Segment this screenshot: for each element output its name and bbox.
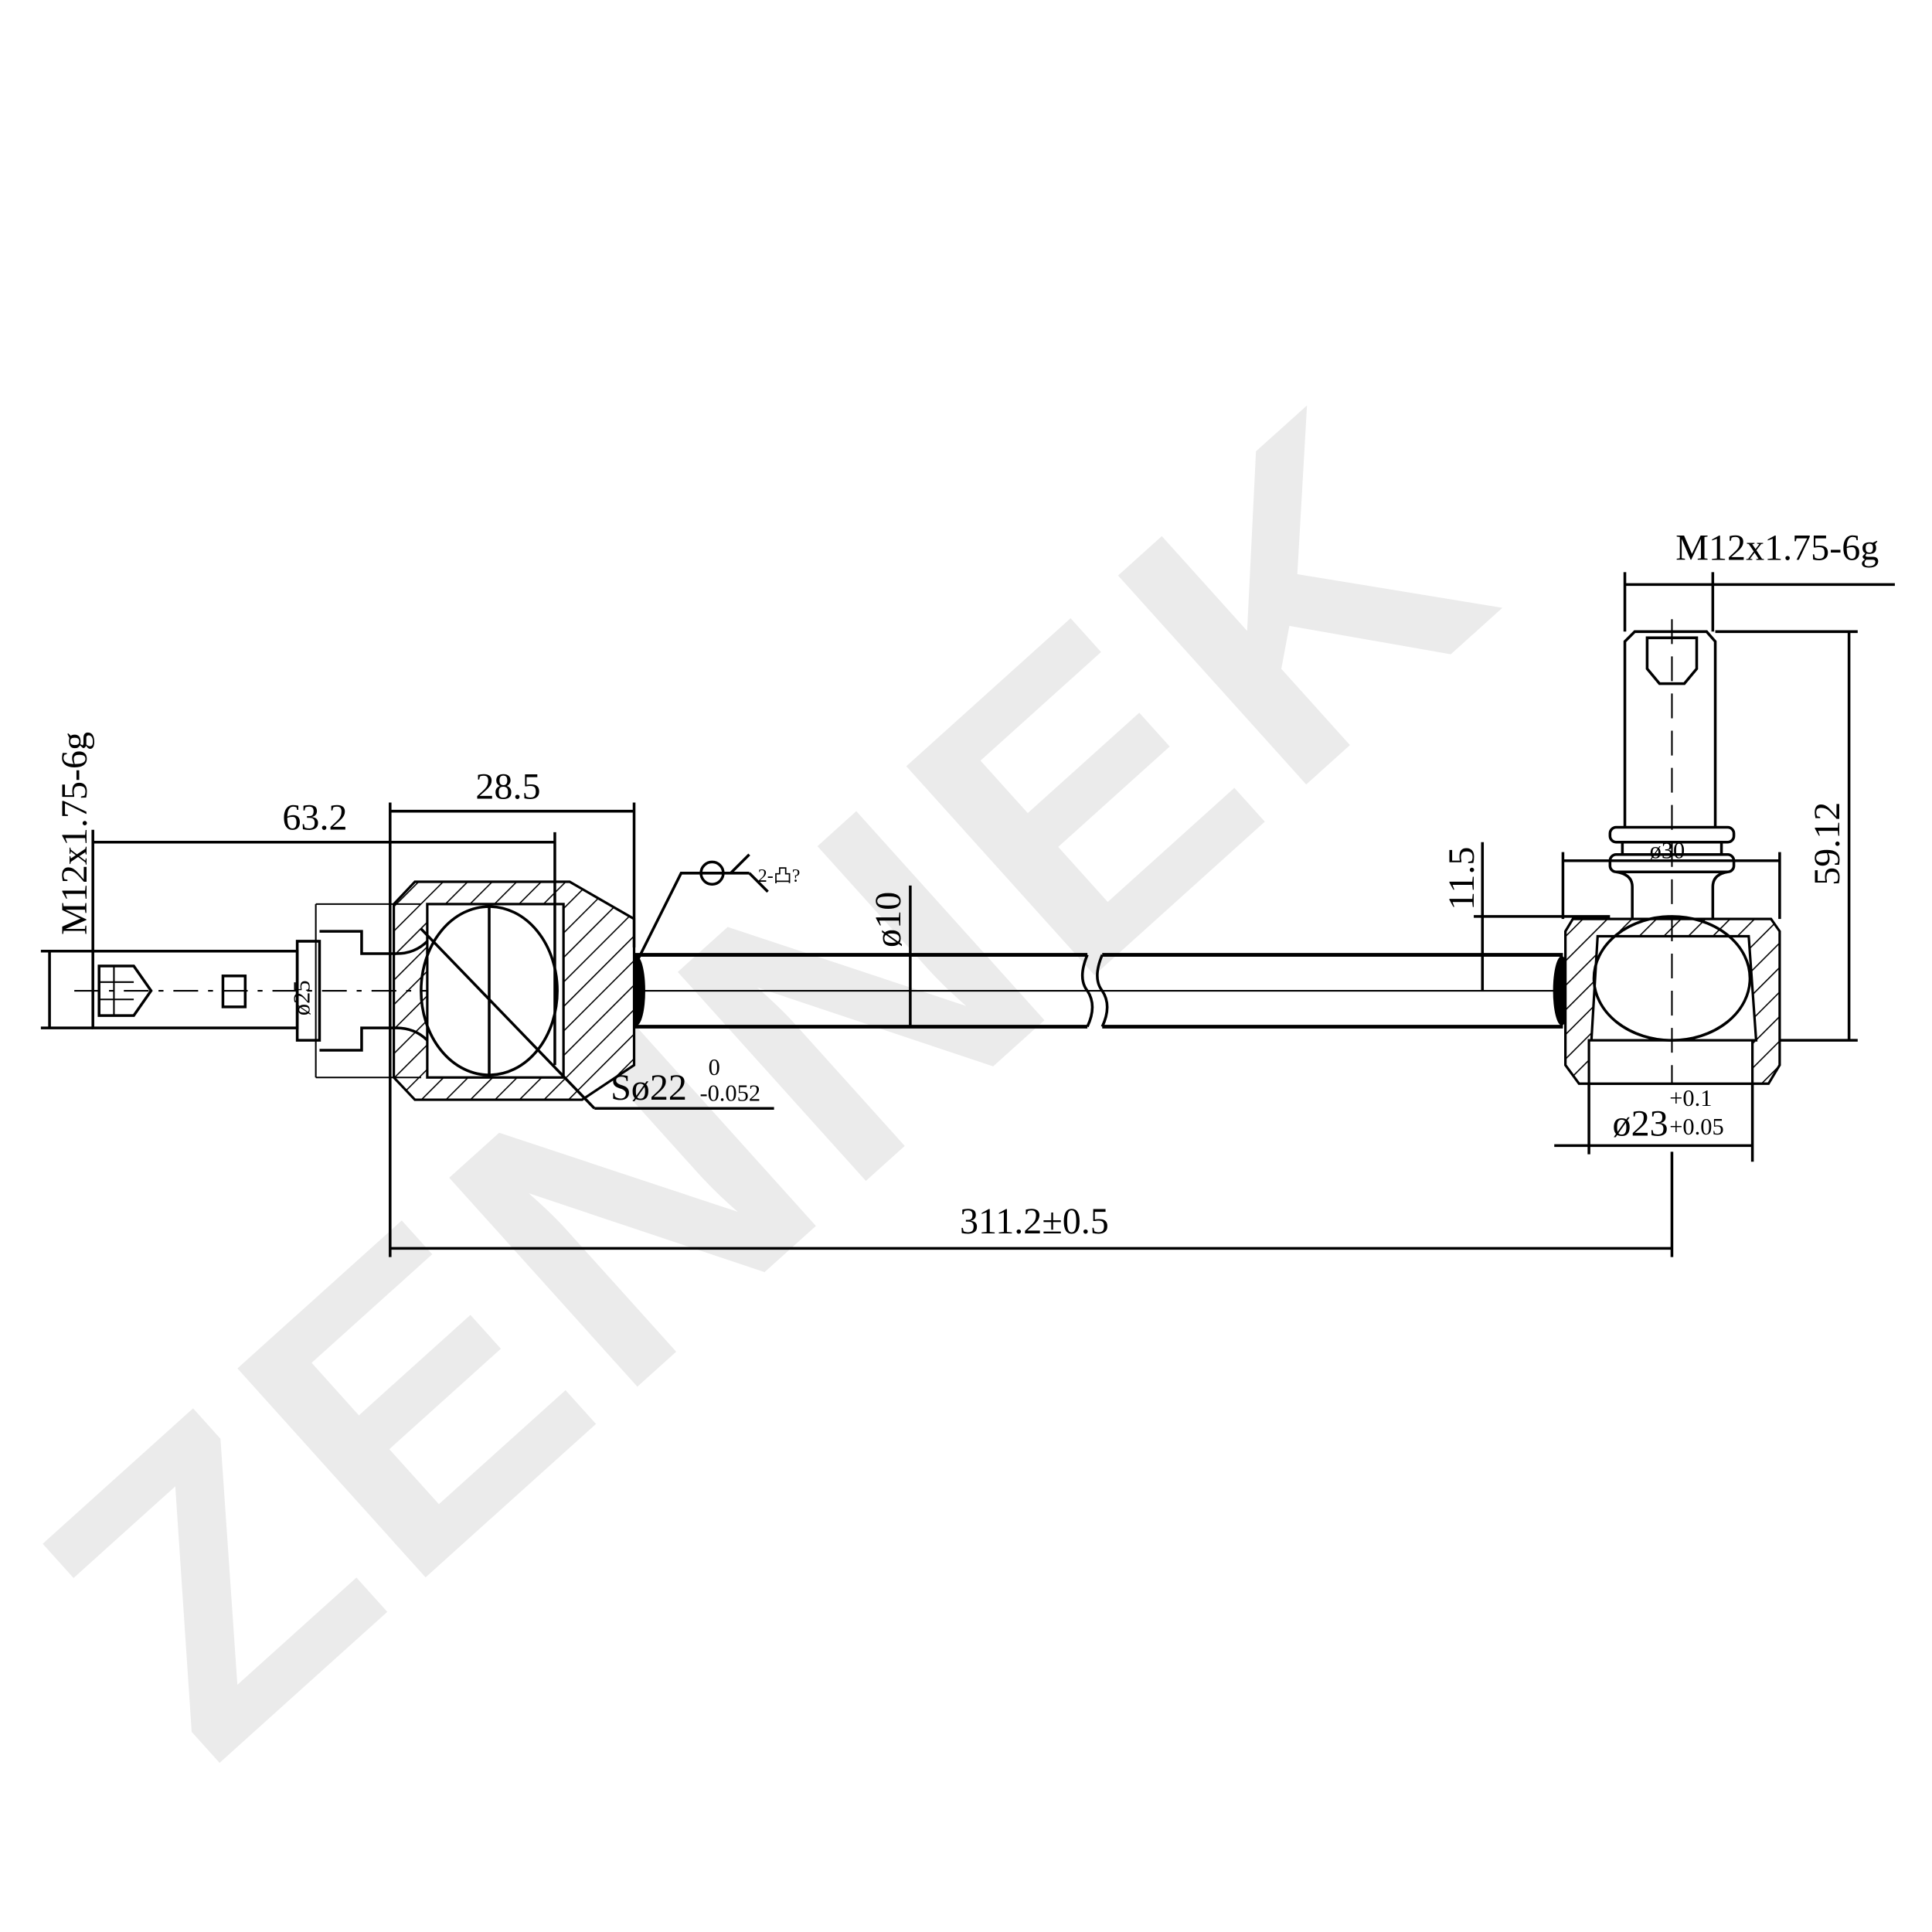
right-height-label: 59.12 [1807,802,1848,886]
right-collar-dia-label: ø30 [1650,838,1685,864]
rod-dia-label: ø10 [868,892,909,947]
dimension-labels: M12x1.75-6g 63.2 28.5 ø25 Sø22 0 -0.052 … [54,527,1879,1242]
watermark-logo: ZENNEK [0,322,1573,1835]
right-thread-label: M12x1.75-6g [1675,527,1879,568]
right-bore-dia-label: ø23 [1613,1104,1668,1145]
left-ball-joint [74,880,636,1110]
watermark-text: ZENNEK [0,322,1573,1835]
left-length-label: 63.2 [282,798,347,838]
left-flange-dia-label: ø25 [289,980,315,1015]
right-bore-tol-lower: +0.05 [1669,1114,1723,1140]
dimension-lines [40,572,1895,1257]
right-bore-tol-upper: +0.1 [1669,1085,1712,1111]
left-thread-label: M12x1.75-6g [54,732,95,935]
ball-tol-lower: -0.052 [699,1080,760,1107]
ball-dia-label: Sø22 [611,1067,687,1108]
overall-length-label: 311.2±0.5 [960,1201,1109,1242]
right-ball-joint [1564,619,1781,1085]
ball-tol-upper: 0 [709,1054,720,1080]
weld-symbol-label: 2-凸? [758,866,801,886]
housing-width-label: 28.5 [475,767,540,808]
offset-label: 11.5 [1441,847,1482,910]
